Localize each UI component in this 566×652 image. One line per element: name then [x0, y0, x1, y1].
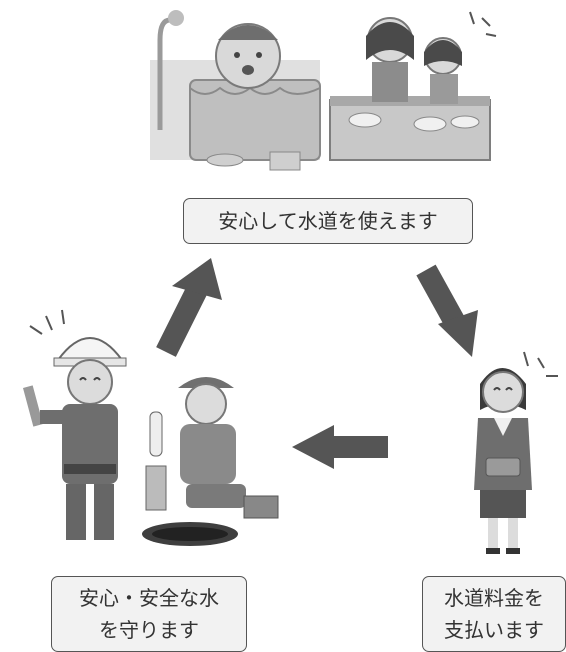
worker-illustration	[22, 309, 127, 540]
caption-pay-fees-line2: 支払います	[444, 618, 544, 642]
water-workers-illustration	[22, 309, 279, 546]
caption-protect-water-line2: を守ります	[99, 618, 199, 642]
arrow-up-right-icon	[156, 258, 222, 357]
dishwashing-scene-illustration	[329, 11, 497, 161]
arrow-down-right-icon	[416, 264, 478, 357]
caption-use-water-text: 安心して水道を使えます	[218, 209, 438, 233]
bath-scene-illustration	[150, 10, 321, 171]
caption-use-water: 安心して水道を使えます	[183, 198, 473, 244]
caption-pay-fees: 水道料金を 支払います	[422, 576, 566, 652]
household-water-use-illustration	[150, 10, 497, 171]
caption-protect-water-line1: 安心・安全な水	[79, 586, 219, 610]
inspector-illustration	[142, 377, 279, 546]
customer-illustration	[474, 351, 558, 554]
caption-protect-water: 安心・安全な水 を守ります	[51, 576, 247, 652]
caption-pay-fees-line1: 水道料金を	[444, 586, 544, 610]
arrow-left-icon	[292, 425, 388, 469]
